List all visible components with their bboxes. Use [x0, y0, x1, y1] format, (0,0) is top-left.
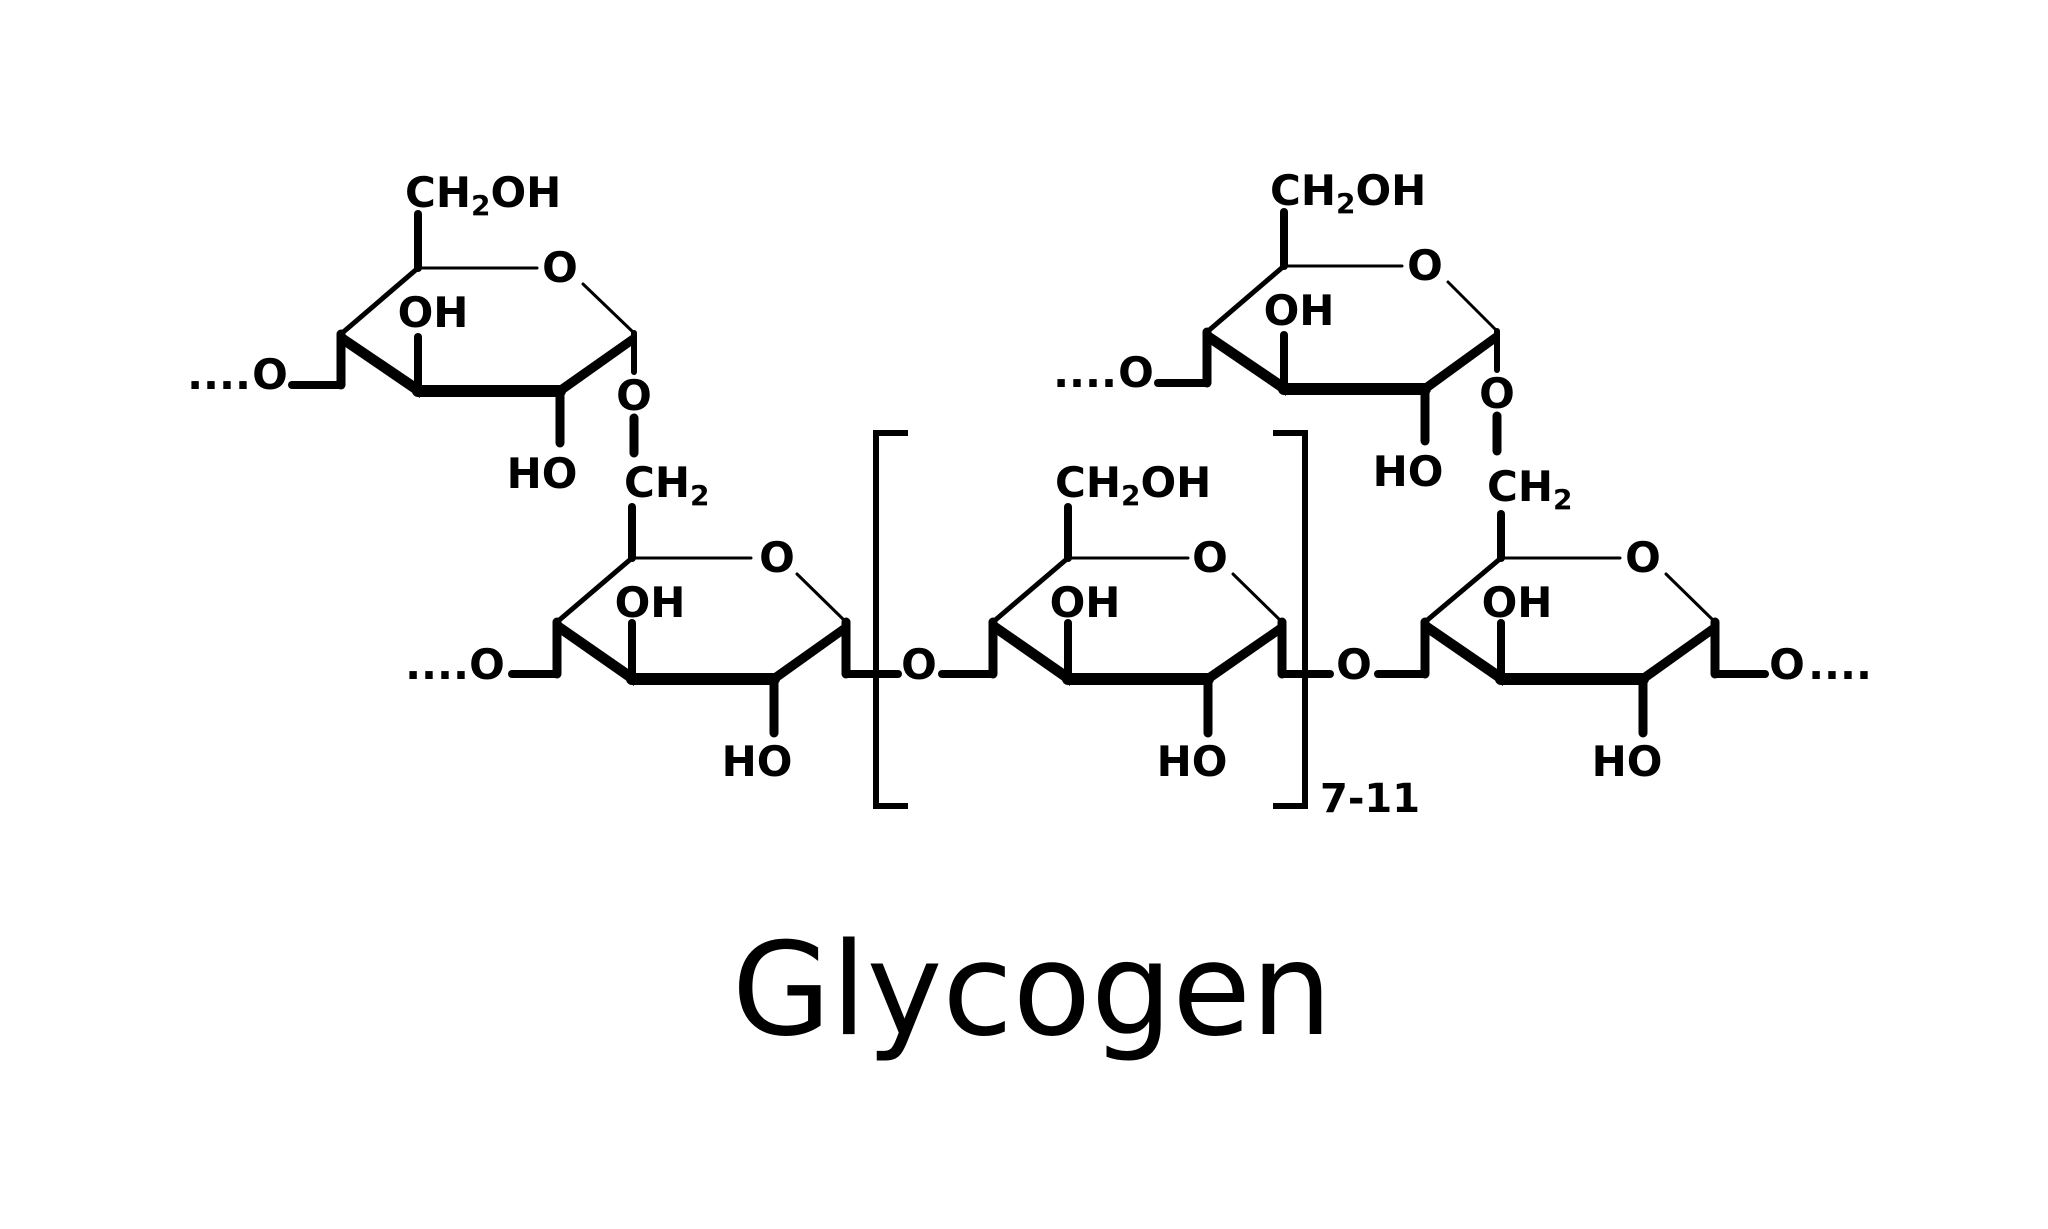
ho-label: HO — [1373, 447, 1444, 496]
ring-oxygen-label: O — [1192, 533, 1228, 582]
ho-label: HO — [1157, 737, 1228, 786]
ch2-label: CH2 — [1487, 462, 1572, 516]
chain-continuation-dots: .... — [1053, 348, 1117, 397]
linkage-oxygen-label: O — [1118, 348, 1154, 397]
ring-oxygen-label: O — [1625, 533, 1661, 582]
chain-continuation-dots: .... — [405, 640, 469, 689]
chain-continuation-dots: .... — [1808, 640, 1872, 689]
ring-oxygen-label: O — [542, 243, 578, 292]
ch2oh-label: CH2OH — [1055, 458, 1211, 512]
linkage-oxygen-label: O — [252, 350, 288, 399]
glucose-ring-repeat-unit — [938, 503, 1334, 738]
oh-label: OH — [1050, 578, 1121, 627]
ho-label: HO — [722, 737, 793, 786]
glucose-ring-upper-right — [1154, 208, 1502, 456]
molecule-title: Glycogen — [732, 916, 1332, 1065]
linkage-oxygen-label: O — [1769, 640, 1805, 689]
repeat-count-label: 7-11 — [1320, 776, 1420, 822]
linkage-oxygen-label: O — [469, 640, 505, 689]
glycosidic-oxygen-label: O — [1336, 640, 1372, 689]
oh-label: OH — [1264, 286, 1335, 335]
ho-label: HO — [1592, 737, 1663, 786]
glycosidic-oxygen-label: O — [901, 640, 937, 689]
glucose-ring-upper-left — [288, 210, 639, 458]
oh-label: OH — [398, 288, 469, 337]
repeat-bracket-left — [873, 430, 908, 809]
glycosidic-oxygen-label: O — [616, 371, 652, 420]
chain-continuation-dots: .... — [187, 350, 251, 399]
ch2oh-label: CH2OH — [405, 168, 561, 222]
glucose-ring-lower-left — [508, 503, 902, 738]
glycosidic-oxygen-label: O — [1479, 369, 1515, 418]
oh-label: OH — [1482, 578, 1553, 627]
ch2oh-label: CH2OH — [1270, 166, 1426, 220]
repeat-bracket-right — [1273, 430, 1308, 809]
glucose-ring-lower-right — [1374, 510, 1769, 738]
ch2-label: CH2 — [624, 458, 709, 512]
oh-label: OH — [615, 578, 686, 627]
ho-label: HO — [507, 449, 578, 498]
ring-oxygen-label: O — [1407, 241, 1443, 290]
ring-oxygen-label: O — [759, 533, 795, 582]
